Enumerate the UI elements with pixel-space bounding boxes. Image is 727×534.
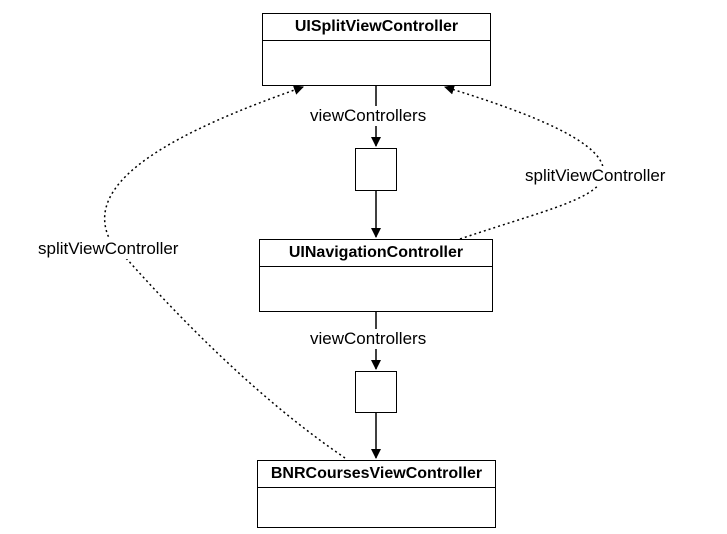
- dotted-nav-to-split: [444, 84, 605, 240]
- view-controllers-array-box-2: [355, 371, 397, 413]
- courses-view-controller-box: BNRCoursesViewController: [257, 460, 496, 528]
- navigation-controller-title: UINavigationController: [260, 240, 492, 267]
- navigation-controller-box: UINavigationController: [259, 239, 493, 312]
- split-view-controller-title: UISplitViewController: [263, 14, 490, 41]
- split-view-controller-label-left: splitViewController: [38, 239, 179, 259]
- courses-view-controller-title: BNRCoursesViewController: [258, 461, 495, 488]
- view-controllers-label-top: viewControllers: [310, 106, 427, 126]
- split-view-controller-box: UISplitViewController: [262, 13, 491, 86]
- view-controllers-label-bottom: viewControllers: [310, 329, 427, 349]
- view-controllers-array-box-1: [355, 148, 397, 191]
- split-view-controller-label-right: splitViewController: [525, 166, 666, 186]
